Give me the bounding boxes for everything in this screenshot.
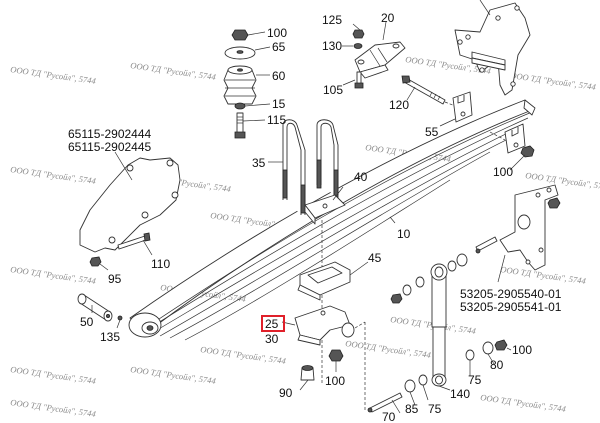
spring-clamp-plate[interactable] xyxy=(304,194,346,385)
callout-140[interactable]: 140 xyxy=(450,387,470,401)
watermark: ООО ТД "Русойл", 5744 xyxy=(10,364,97,386)
part-number-label[interactable]: 53205-2905541-01 xyxy=(460,300,562,314)
callout-100[interactable]: 100 xyxy=(512,343,532,357)
callout-40[interactable]: 40 xyxy=(354,170,368,184)
callout-70[interactable]: 70 xyxy=(382,410,396,423)
shock-absorber[interactable] xyxy=(367,236,508,413)
callout-135[interactable]: 135 xyxy=(100,330,120,344)
bump-stop[interactable] xyxy=(352,29,406,89)
leaf-spring[interactable] xyxy=(128,99,536,341)
watermark: ООО ТД "Русойл", 5744 xyxy=(130,364,217,386)
rubber-buffer xyxy=(223,65,257,105)
watermark: ООО ТД "Русойл", 5744 xyxy=(10,397,97,419)
callout-25[interactable]: 25 xyxy=(265,317,279,331)
callout-100[interactable]: 100 xyxy=(325,374,345,388)
callout-30[interactable]: 30 xyxy=(265,332,279,346)
watermark: ООО ТД "Русойл", 5744 xyxy=(510,70,597,92)
watermark: ООО ТД "Русойл", 5744 xyxy=(10,264,97,286)
callout-35[interactable]: 35 xyxy=(252,156,266,170)
callout-120[interactable]: 120 xyxy=(389,98,409,112)
watermark: ООО ТД "Русойл", 5744 xyxy=(200,344,287,366)
small-washer xyxy=(234,102,246,110)
callout-95[interactable]: 95 xyxy=(108,272,122,286)
callout-80[interactable]: 80 xyxy=(490,358,504,372)
washer xyxy=(353,43,363,49)
front-hanger-bracket[interactable] xyxy=(79,157,181,267)
nut xyxy=(89,256,102,267)
part-number-label[interactable]: 65115-2902444 xyxy=(68,127,152,141)
spring-pad[interactable] xyxy=(297,261,351,301)
watermark: ООО ТД "Русойл", 5744 xyxy=(130,60,217,82)
highlight-box xyxy=(261,315,285,332)
nut xyxy=(520,145,535,158)
part-number-label[interactable]: 65115-2902445 xyxy=(68,140,152,154)
bolt xyxy=(356,71,362,85)
lower-bracket[interactable] xyxy=(294,305,366,410)
nut xyxy=(328,349,344,362)
callout-65[interactable]: 65 xyxy=(272,40,286,54)
callout-90[interactable]: 90 xyxy=(279,386,293,400)
rear-upper-bracket[interactable] xyxy=(454,2,531,96)
part-number-label[interactable]: 53205-2905540-01 xyxy=(460,287,562,301)
grease-nipple xyxy=(117,315,123,321)
nut xyxy=(352,29,365,39)
callout-55[interactable]: 55 xyxy=(425,125,439,139)
callout-10[interactable]: 10 xyxy=(397,227,411,241)
u-bolts[interactable] xyxy=(282,119,339,215)
callout-110[interactable]: 110 xyxy=(151,257,170,271)
callout-125[interactable]: 125 xyxy=(322,13,342,27)
callout-75[interactable]: 75 xyxy=(428,402,442,416)
callout-130[interactable]: 130 xyxy=(322,39,342,53)
rear-shock-bracket[interactable] xyxy=(499,184,561,271)
callout-100[interactable]: 100 xyxy=(493,165,513,179)
buffer-stack[interactable] xyxy=(223,29,257,139)
nut xyxy=(231,29,249,41)
plate-55[interactable] xyxy=(452,91,473,123)
watermark: ООО ТД "Русойл", 5744 xyxy=(480,392,567,414)
leader-lines xyxy=(91,0,526,414)
callout-45[interactable]: 45 xyxy=(368,251,382,265)
callouts: 100 65 60 15 115 125 20 130 105 120 55 1… xyxy=(68,11,562,423)
watermark: ООО ТД "Русойл", 5744 xyxy=(345,338,432,360)
spring-pin[interactable] xyxy=(77,293,123,322)
watermark: ООО ТД "Русойл", 5744 xyxy=(525,170,600,192)
callout-100[interactable]: 100 xyxy=(267,26,287,40)
callout-105[interactable]: 105 xyxy=(323,83,343,97)
plate-55-rear[interactable] xyxy=(489,123,535,158)
nut xyxy=(547,197,561,209)
watermark: ООО ТД "Русойл", 5744 xyxy=(10,164,97,186)
callout-85[interactable]: 85 xyxy=(405,402,419,416)
callout-20[interactable]: 20 xyxy=(381,11,395,25)
watermark: ООО ТД "Русойл", 5744 xyxy=(500,264,587,286)
callout-60[interactable]: 60 xyxy=(272,69,286,83)
callout-50[interactable]: 50 xyxy=(80,315,94,329)
callout-115[interactable]: 115 xyxy=(267,113,286,127)
callout-75[interactable]: 75 xyxy=(468,373,482,387)
callout-15[interactable]: 15 xyxy=(272,97,286,111)
watermark: ООО ТД "Русойл", 5744 xyxy=(10,64,97,86)
